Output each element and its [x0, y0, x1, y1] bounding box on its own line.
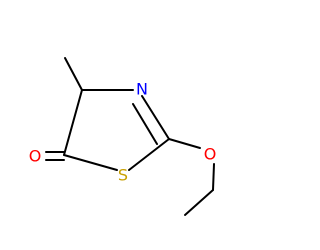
bond-c2-o-ether: [168, 138, 201, 149]
atom-label-ether-oxygen: O: [204, 145, 217, 164]
atom-label-nitrogen: N: [136, 80, 148, 99]
bond-c2-s1: [128, 138, 170, 171]
bond-c5-c4: [63, 89, 83, 156]
bond-n3-c2: [141, 95, 170, 140]
bond-o-ch2: [212, 163, 215, 191]
bond-ch2-ch3: [184, 189, 214, 216]
bond-n3-c2-double: [132, 103, 158, 145]
molecule-diagram: N S O O: [29, 57, 217, 216]
bond-c4-methyl: [64, 57, 83, 91]
bond-s1-c5: [63, 154, 118, 171]
structure-svg: N S O O: [29, 57, 217, 216]
atom-label-carbonyl-oxygen: O: [29, 147, 42, 166]
atom-label-sulfur: S: [118, 166, 128, 185]
